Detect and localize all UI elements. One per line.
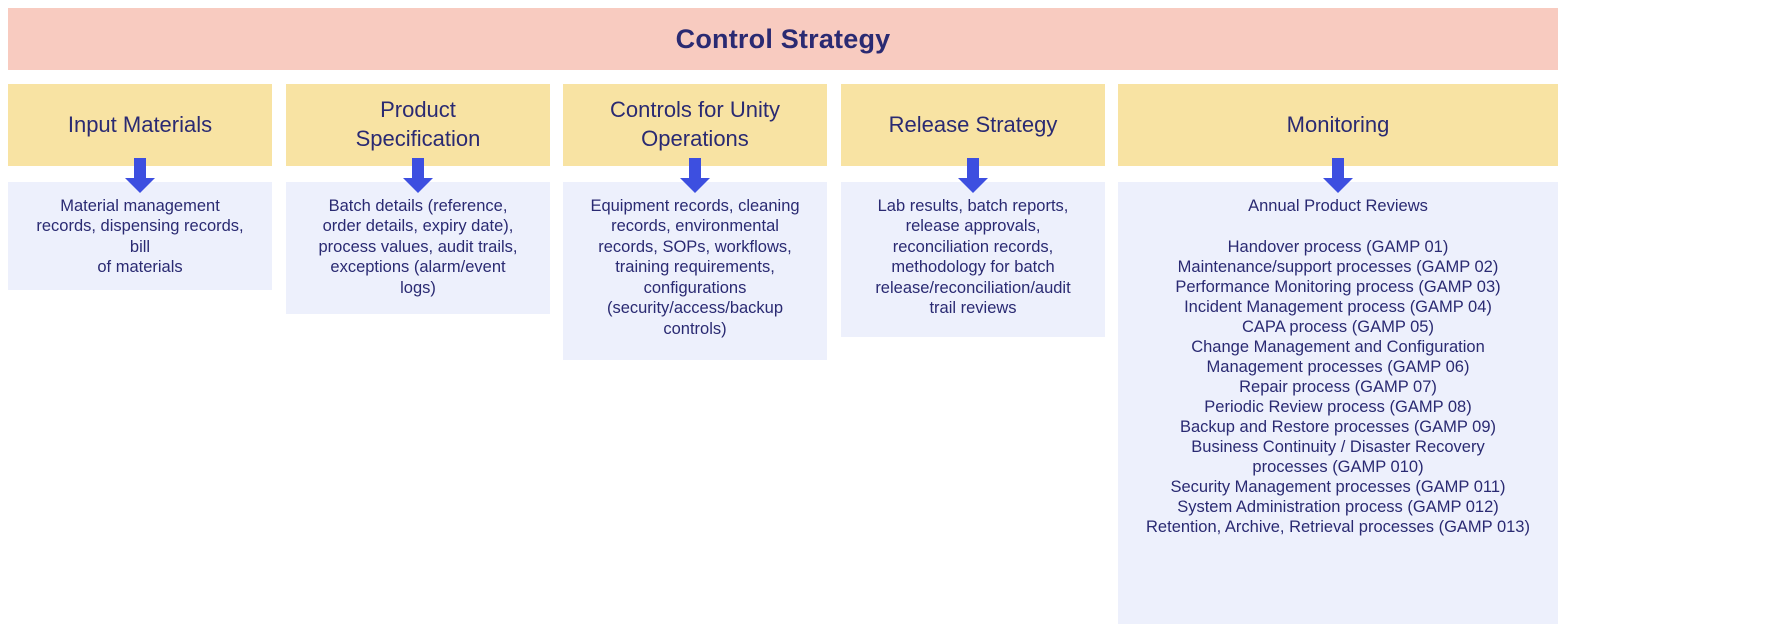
list-item: Performance Monitoring process (GAMP 03) (1175, 278, 1501, 297)
down-arrow-icon (956, 158, 990, 194)
control-strategy-banner: Control Strategy (8, 8, 1558, 70)
column-monitoring: Monitoring Annual Product Reviews Handov… (1118, 84, 1558, 624)
list-item: processes (GAMP 010) (1252, 457, 1424, 476)
column-release-strategy: Release Strategy Lab results, batch repo… (841, 84, 1105, 337)
list-item: Backup and Restore processes (GAMP 09) (1179, 418, 1497, 437)
list-item: Handover process (GAMP 01) (1227, 238, 1449, 257)
column-header-label: Monitoring (1286, 111, 1390, 137)
column-body-product-specification: Batch details (reference, order details,… (286, 182, 550, 314)
column-header-label: Controls for Unity Operations (610, 97, 780, 151)
list-item: System Administration process (GAMP 012) (1177, 497, 1499, 516)
down-arrow-icon (678, 158, 712, 194)
column-product-specification: Product Specification Batch details (ref… (286, 84, 550, 314)
column-body-text: Material management records, dispensing … (36, 197, 244, 277)
down-arrow-icon (401, 158, 435, 194)
list-item: Retention, Archive, Retrieval processes … (1146, 517, 1530, 536)
down-arrow-icon (123, 158, 157, 194)
page-title: Control Strategy (675, 23, 891, 54)
column-body-monitoring: Annual Product Reviews Handover process … (1118, 182, 1558, 624)
column-header-release-strategy[interactable]: Release Strategy (841, 84, 1105, 166)
column-header-input-materials[interactable]: Input Materials (8, 84, 272, 166)
list-item: Change Management and Configuration (1191, 338, 1485, 357)
list-item: Business Continuity / Disaster Recovery (1191, 437, 1485, 456)
list-item: Incident Management process (GAMP 04) (1184, 298, 1492, 317)
column-controls-for-unity-operations: Controls for Unity Operations Equipment … (563, 84, 827, 360)
column-header-label: Product Specification (355, 97, 481, 151)
column-body-text: Batch details (reference, order details,… (318, 197, 518, 297)
column-body-text: Lab results, batch reports, release appr… (875, 197, 1071, 318)
column-header-controls-for-unity-operations[interactable]: Controls for Unity Operations (563, 84, 827, 166)
column-body-controls-for-unity-operations: Equipment records, cleaning records, env… (563, 182, 827, 360)
column-body-text: Equipment records, cleaning records, env… (590, 197, 800, 338)
column-header-monitoring[interactable]: Monitoring (1118, 84, 1558, 166)
column-header-label: Input Materials (67, 111, 213, 137)
list-item: Repair process (GAMP 07) (1239, 378, 1437, 397)
column-body-input-materials: Material management records, dispensing … (8, 182, 272, 290)
list-item: Security Management processes (GAMP 011) (1170, 477, 1506, 496)
column-header-label: Release Strategy (888, 111, 1058, 137)
list-item: Periodic Review process (GAMP 08) (1204, 398, 1472, 417)
monitoring-process-list: Handover process (GAMP 01)Maintenance/su… (1128, 238, 1548, 537)
list-item: CAPA process (GAMP 05) (1242, 318, 1434, 337)
column-body-release-strategy: Lab results, batch reports, release appr… (841, 182, 1105, 337)
column-input-materials: Input Materials Material management reco… (8, 84, 272, 290)
column-header-product-specification[interactable]: Product Specification (286, 84, 550, 166)
down-arrow-icon (1321, 158, 1355, 194)
list-item: Maintenance/support processes (GAMP 02) (1177, 258, 1499, 277)
annual-product-reviews-label: Annual Product Reviews (1248, 197, 1428, 215)
list-item: Management processes (GAMP 06) (1206, 358, 1470, 377)
